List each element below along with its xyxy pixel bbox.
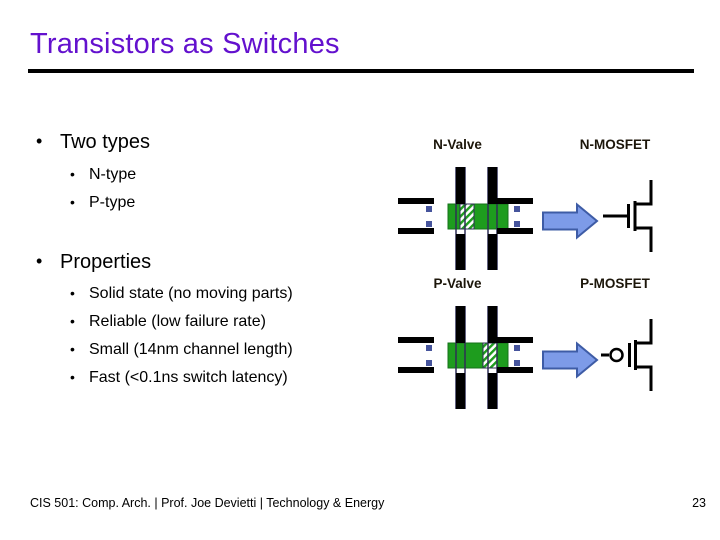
- p-valve-diagram: [398, 306, 533, 409]
- bullet-n-type: • N-type: [70, 166, 136, 184]
- bullet-icon: •: [70, 194, 75, 210]
- n-mosfet-symbol: [603, 180, 653, 252]
- bullet-label: Properties: [60, 251, 152, 273]
- bullet-icon: •: [70, 166, 75, 182]
- n-valve-diagram: [398, 167, 533, 270]
- dashed-wall-squares: [426, 345, 520, 366]
- n-row-diagram: [398, 167, 653, 270]
- horizontal-pipe-walls: [398, 198, 533, 234]
- bullet-label: Reliable (low failure rate): [89, 313, 266, 330]
- bullet-label: Solid state (no moving parts): [89, 285, 293, 302]
- vertical-pipes: [456, 167, 497, 270]
- bullet-icon: •: [70, 313, 75, 329]
- bullet-icon: •: [36, 131, 43, 151]
- vertical-pipes: [456, 306, 497, 409]
- inversion-bubble-icon: [609, 347, 624, 363]
- p-valve-label: P-Valve: [433, 276, 482, 291]
- bullet-icon: •: [70, 341, 75, 357]
- bullet-fast: • Fast (<0.1ns switch latency): [70, 369, 288, 387]
- bullet-solid-state: • Solid state (no moving parts): [70, 285, 293, 303]
- p-mosfet-label: P-MOSFET: [580, 276, 650, 291]
- page-title: Transistors as Switches: [30, 28, 340, 60]
- bullet-icon: •: [70, 369, 75, 385]
- bullet-properties: • Properties: [36, 251, 151, 274]
- bullet-label: Two types: [60, 131, 151, 153]
- valve-gate: [447, 203, 509, 230]
- valve-gate: [447, 342, 509, 369]
- valve-channel-hatch: [482, 342, 498, 369]
- bullet-label: P-type: [89, 194, 136, 211]
- footer-course-info: CIS 501: Comp. Arch. | Prof. Joe Deviett…: [30, 496, 385, 510]
- n-mosfet-label: N-MOSFET: [579, 137, 651, 152]
- p-mosfet-symbol: [601, 319, 653, 391]
- bullet-icon: •: [36, 251, 43, 271]
- title-underline: [28, 69, 694, 73]
- arrow-right-icon: [542, 202, 599, 240]
- arrow-right-icon: [542, 341, 599, 379]
- n-valve-label: N-Valve: [433, 137, 482, 152]
- bullet-label: N-type: [89, 166, 137, 183]
- bullet-p-type: • P-type: [70, 194, 135, 212]
- bullet-small: • Small (14nm channel length): [70, 341, 293, 359]
- bullet-icon: •: [70, 285, 75, 301]
- bullet-two-types: • Two types: [36, 131, 150, 154]
- bullet-label: Small (14nm channel length): [89, 341, 293, 358]
- slide-page-number: 23: [692, 496, 706, 510]
- valve-channel-hatch: [459, 203, 475, 230]
- bullet-reliable: • Reliable (low failure rate): [70, 313, 266, 331]
- dashed-wall-squares: [426, 206, 520, 227]
- p-row-diagram: [398, 306, 653, 409]
- bullet-label: Fast (<0.1ns switch latency): [89, 369, 288, 386]
- horizontal-pipe-walls: [398, 337, 533, 373]
